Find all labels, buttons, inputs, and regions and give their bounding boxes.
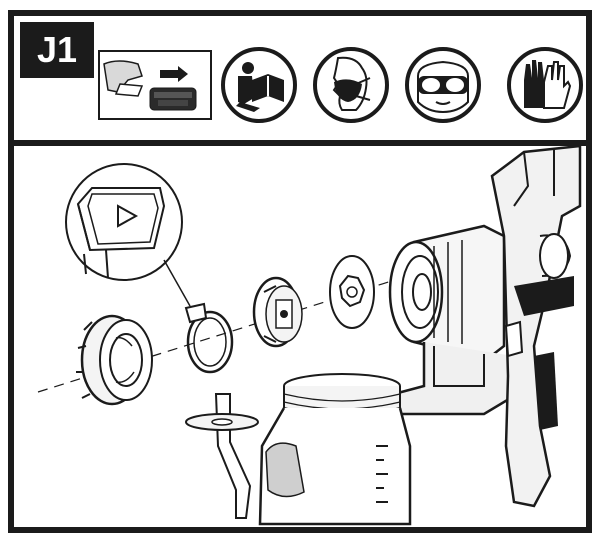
air-cap-ring [184, 302, 234, 374]
sprayer-front-housing [388, 224, 516, 416]
callout-magnifier [65, 163, 191, 307]
spray-tip-assembly [252, 276, 303, 348]
atomizer-disk [329, 255, 375, 329]
protective-gloves-icon [506, 46, 584, 124]
step-label: J1 [20, 22, 94, 78]
safety-glasses-icon [404, 46, 482, 124]
remove-battery-icon [98, 50, 212, 120]
nozzle-nut [76, 314, 153, 406]
sprayer-body [490, 146, 582, 508]
read-manual-icon [220, 46, 298, 124]
instruction-panel: J1 [8, 10, 592, 533]
exploded-view-diagram [14, 146, 586, 527]
safety-header: J1 [14, 16, 586, 146]
respirator-mask-icon [312, 46, 390, 124]
paint-container [258, 373, 412, 526]
suction-tube-with-gasket [185, 393, 259, 519]
play-triangle-icon [117, 204, 139, 228]
